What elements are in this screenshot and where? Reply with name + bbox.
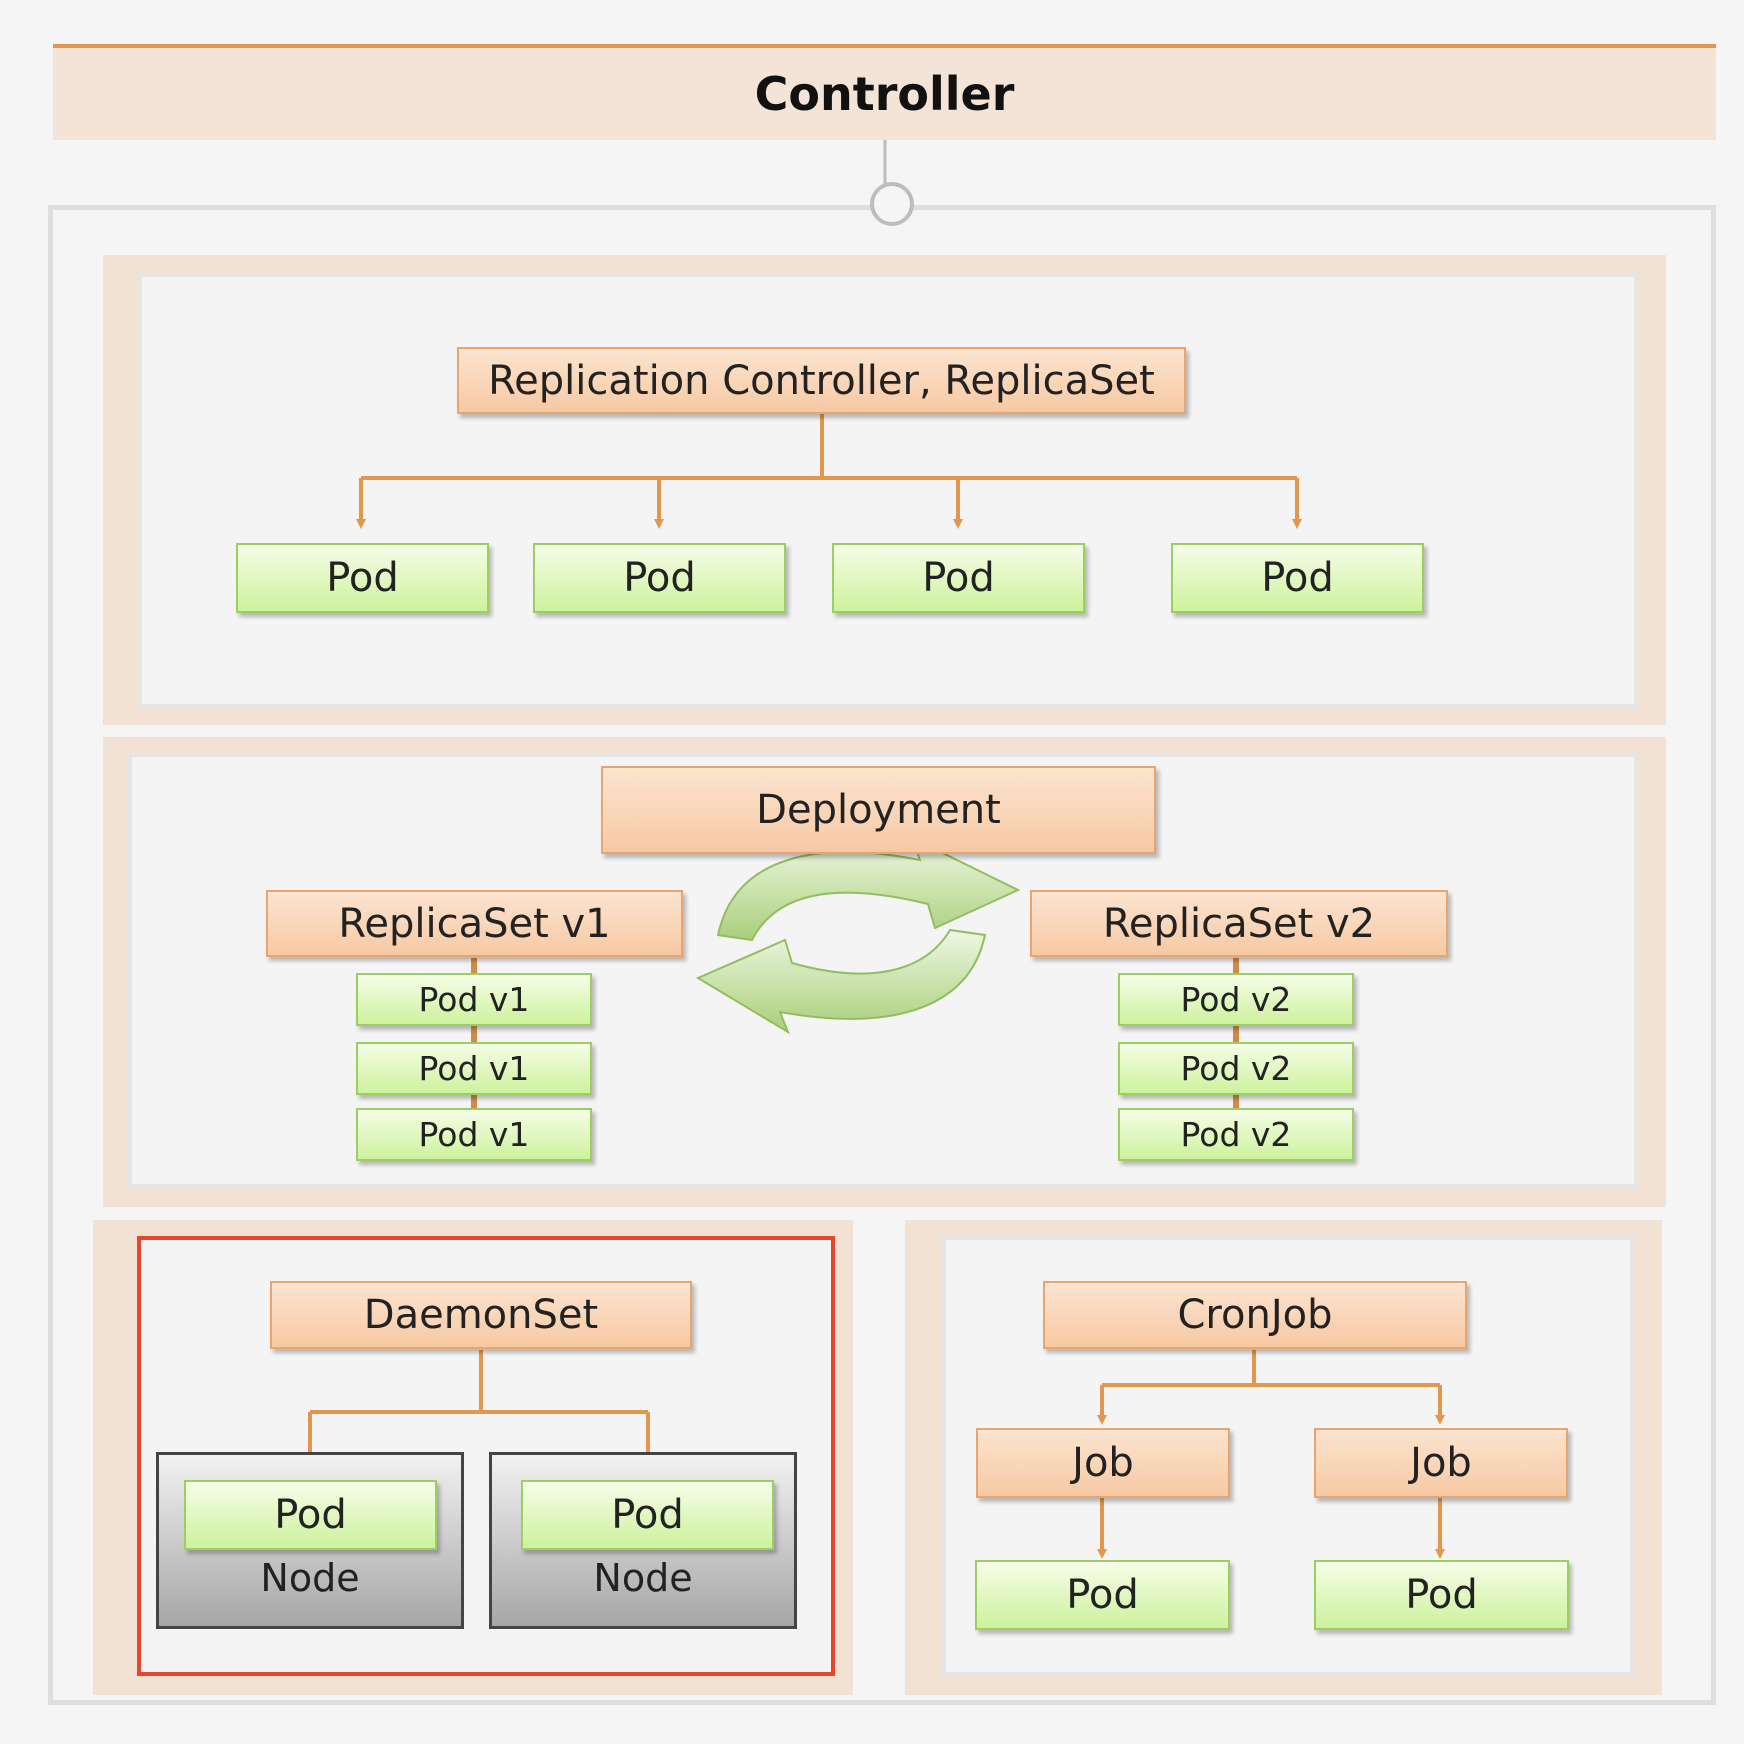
pod-v2-1: Pod v2 bbox=[1118, 973, 1354, 1026]
cronjob-job-2: Job bbox=[1314, 1428, 1568, 1498]
replication-pod-1: Pod bbox=[236, 543, 489, 613]
cronjob-job-1: Job bbox=[976, 1428, 1230, 1498]
replication-panel-inner bbox=[138, 273, 1638, 708]
replicaset-v1-box: ReplicaSet v1 bbox=[266, 890, 683, 957]
replication-controller-box: Replication Controller, ReplicaSet bbox=[457, 347, 1186, 414]
daemonset-node-1-pod: Pod bbox=[184, 1480, 437, 1550]
replication-pod-2: Pod bbox=[533, 543, 786, 613]
deployment-box: Deployment bbox=[601, 766, 1156, 854]
controller-title: Controller bbox=[53, 44, 1716, 140]
replication-tree bbox=[356, 412, 1302, 529]
pod-v2-3: Pod v2 bbox=[1118, 1108, 1354, 1161]
cronjob-tree bbox=[1097, 1350, 1445, 1559]
daemonset-node-1-label: Node bbox=[260, 1556, 360, 1600]
replication-pod-3: Pod bbox=[832, 543, 1085, 613]
pod-v2-2: Pod v2 bbox=[1118, 1042, 1354, 1095]
pod-v1-3: Pod v1 bbox=[356, 1108, 592, 1161]
cronjob-box: CronJob bbox=[1043, 1281, 1467, 1349]
daemonset-node-2-label: Node bbox=[593, 1556, 693, 1600]
cronjob-pod-2: Pod bbox=[1314, 1560, 1569, 1630]
daemonset-box: DaemonSet bbox=[270, 1281, 692, 1349]
replicaset-v2-box: ReplicaSet v2 bbox=[1030, 890, 1448, 957]
daemonset-node-2-pod: Pod bbox=[521, 1480, 774, 1550]
pod-v1-2: Pod v1 bbox=[356, 1042, 592, 1095]
replication-pod-4: Pod bbox=[1171, 543, 1424, 613]
title-link-circle bbox=[870, 182, 914, 226]
cronjob-pod-1: Pod bbox=[975, 1560, 1230, 1630]
pod-v1-1: Pod v1 bbox=[356, 973, 592, 1026]
rollout-cycle-icon bbox=[695, 836, 1021, 1035]
